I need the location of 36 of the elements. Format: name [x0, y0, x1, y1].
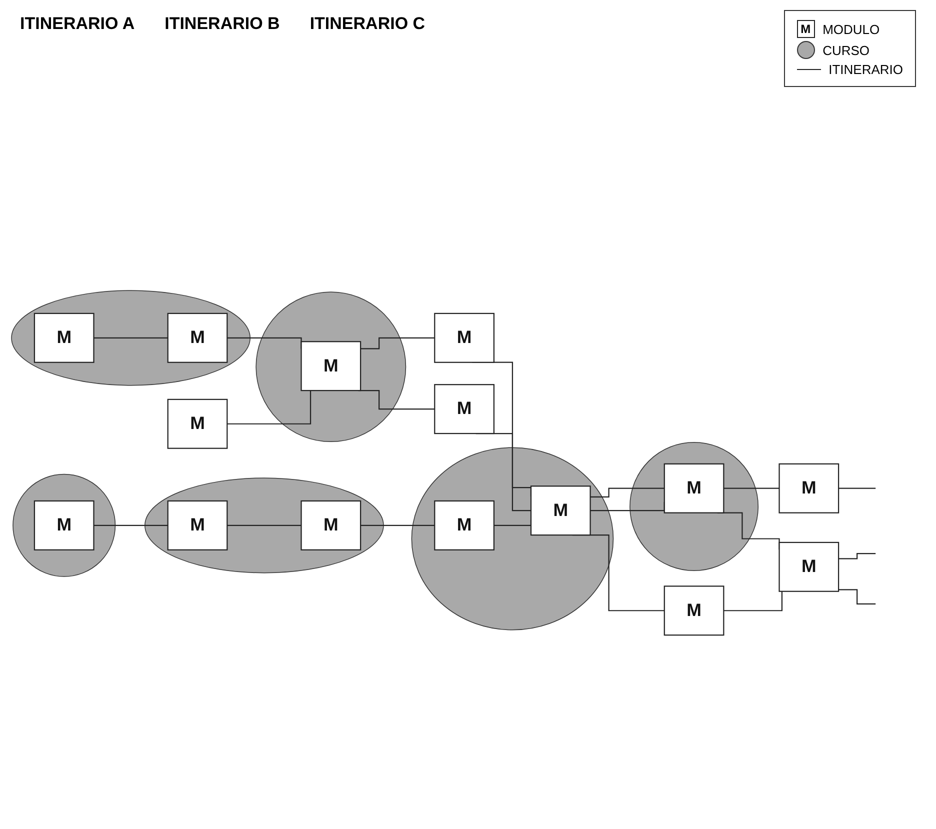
node-box [530, 486, 591, 536]
node-box [167, 312, 228, 363]
itinerary-heading: ITINERARIO C [310, 14, 426, 34]
itinerary-heading: ITINERARIO A [20, 14, 135, 34]
node-box [434, 500, 494, 550]
node-box [778, 542, 840, 592]
connector [838, 589, 876, 604]
connector [360, 337, 436, 350]
connector [94, 524, 168, 526]
connector [227, 524, 302, 526]
node-box [34, 500, 94, 550]
node-box [434, 312, 494, 363]
module-swatch: M [796, 20, 815, 38]
flow-diagram: M M M M M M M M M M M M M M M [10, 288, 926, 641]
connector [838, 488, 876, 489]
node-box [434, 384, 494, 434]
node-box [664, 586, 724, 636]
node-box [167, 500, 228, 550]
node-box [664, 463, 724, 514]
connector [838, 553, 876, 560]
connector [94, 337, 168, 338]
node-box [300, 341, 362, 392]
itinerary-heading: ITINERARIO B [164, 14, 280, 34]
connector [227, 390, 312, 424]
connector [724, 591, 782, 612]
legend-text: CURSO [822, 42, 870, 58]
node-box [300, 500, 362, 550]
connector [358, 390, 436, 410]
connector [724, 488, 780, 489]
connector [590, 488, 665, 498]
legend-text: MODULO [822, 22, 880, 36]
node-box [167, 398, 228, 449]
node-box [778, 463, 840, 514]
connector [360, 524, 436, 526]
node-box [34, 312, 94, 363]
legend-text: ITINERARIO [828, 62, 903, 77]
